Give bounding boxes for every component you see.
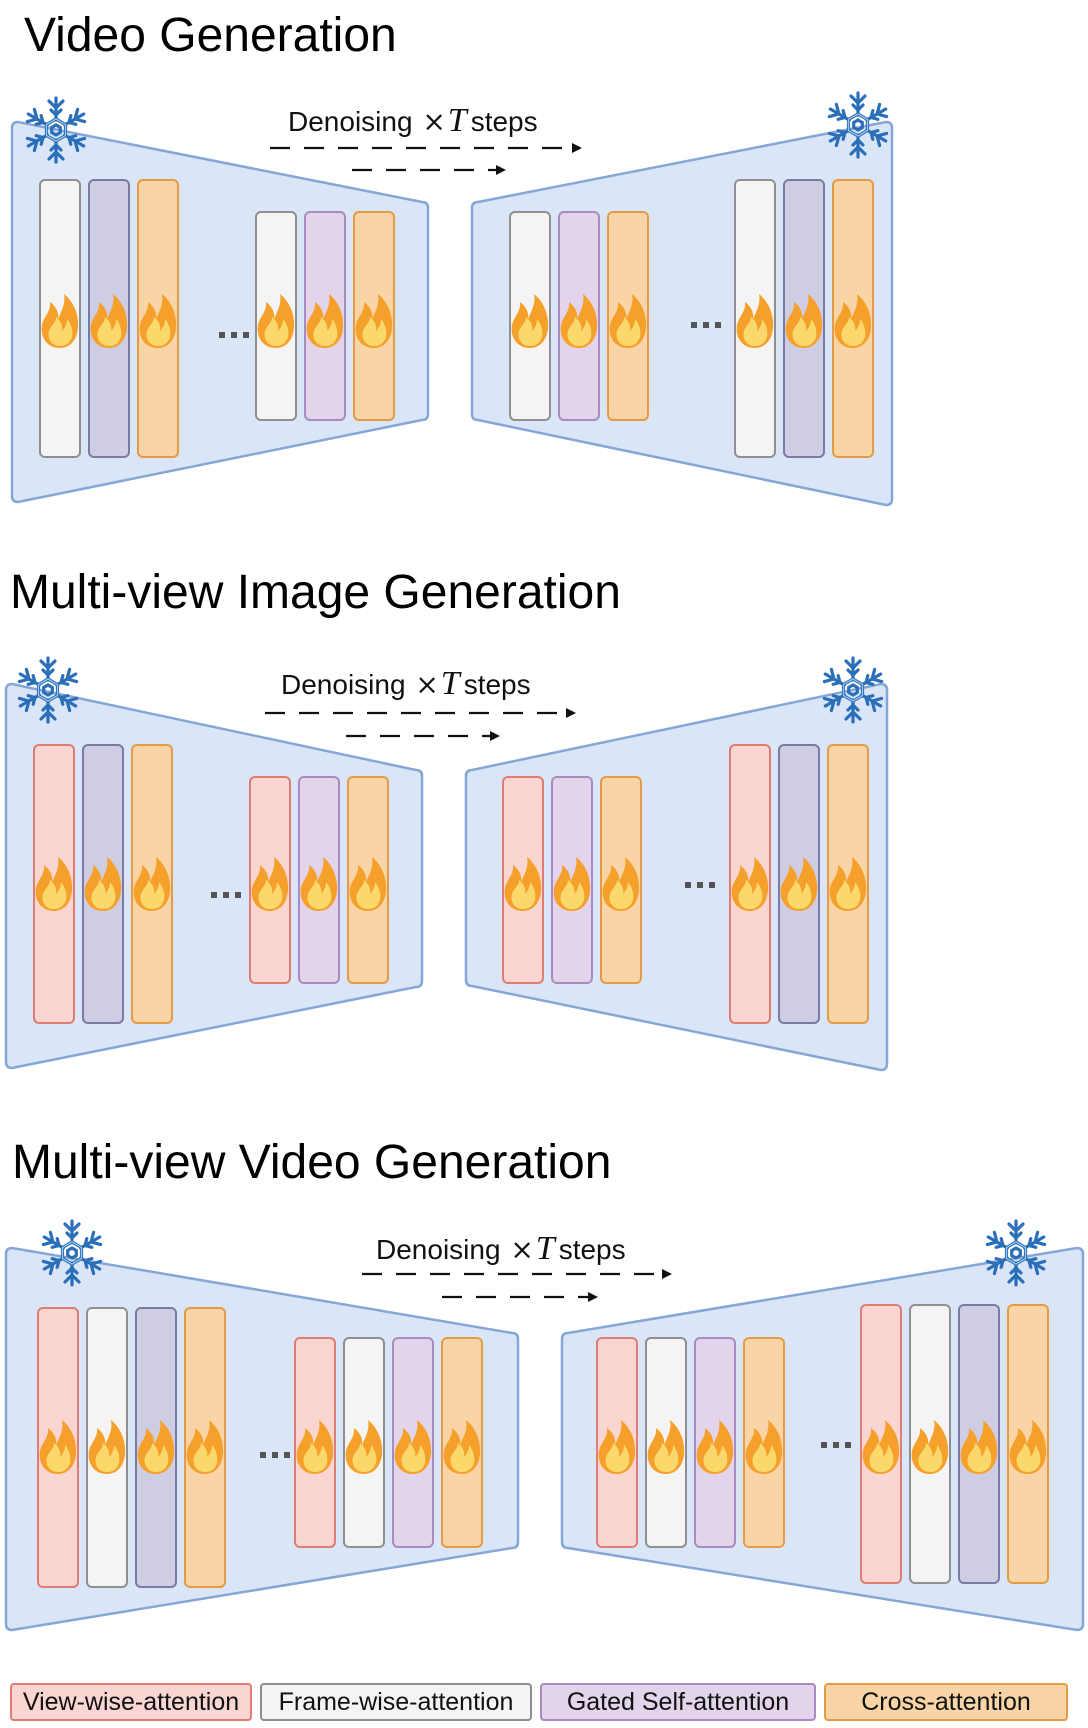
panel-2 [4,1221,1085,1632]
ellipsis-dot [697,882,703,888]
steps-suffix: steps [463,669,531,700]
ellipsis-dot [821,1442,827,1448]
panel-1 [4,658,889,1072]
times-symbol: × [422,105,446,138]
legend-frame-wise-attention: Frame-wise-attention [260,1683,532,1721]
times-symbol: × [415,668,439,701]
panel-title-multiview-image: Multi-view Image Generation [10,566,621,619]
legend-label: Gated Self-attention [566,1687,790,1716]
ellipsis-dot [223,892,229,898]
steps-prefix: Denoising [288,106,413,137]
arrow-head [572,143,582,153]
steps-prefix: Denoising [376,1234,501,1265]
steps-variable: T [440,665,460,702]
encoder-block [4,1246,520,1632]
unet-diagram [4,0,1085,1632]
panel-title-video: Video Generation [24,9,397,62]
arrow-head [588,1292,598,1302]
legend-cross-attention: Cross-attention [824,1683,1068,1721]
arrow-head [490,731,500,741]
times-symbol: × [510,1233,534,1266]
legend: View-wise-attention Frame-wise-attention… [10,1683,1070,1723]
legend-label: Cross-attention [861,1687,1031,1716]
ellipsis-dot [845,1442,851,1448]
ellipsis-dot [685,882,691,888]
legend-label: View-wise-attention [22,1687,240,1716]
arrow-head [662,1269,672,1279]
arrow-head [496,165,506,175]
legend-label: Frame-wise-attention [278,1687,514,1716]
steps-variable: T [447,102,467,139]
panel-title-multiview-video: Multi-view Video Generation [12,1136,612,1189]
ellipsis-dot [715,322,721,328]
legend-view-wise-attention: View-wise-attention [10,1683,252,1721]
ellipsis-dot [284,1452,290,1458]
ellipsis-dot [260,1452,266,1458]
ellipsis-dot [833,1442,839,1448]
arrow-head [566,708,576,718]
ellipsis-dot [691,322,697,328]
ellipsis-dot [235,892,241,898]
ellipsis-dot [709,882,715,888]
decoder-block [560,1246,1085,1632]
steps-variable: T [535,1230,555,1267]
legend-gated-self-attention: Gated Self-attention [540,1683,816,1721]
ellipsis-dot [703,322,709,328]
ellipsis-dot [211,892,217,898]
ellipsis-dot [243,332,249,338]
ellipsis-dot [231,332,237,338]
steps-suffix: steps [558,1234,626,1265]
ellipsis-dot [272,1452,278,1458]
steps-suffix: steps [470,106,538,137]
panel-0 [10,93,894,507]
steps-prefix: Denoising [281,669,406,700]
ellipsis-dot [219,332,225,338]
